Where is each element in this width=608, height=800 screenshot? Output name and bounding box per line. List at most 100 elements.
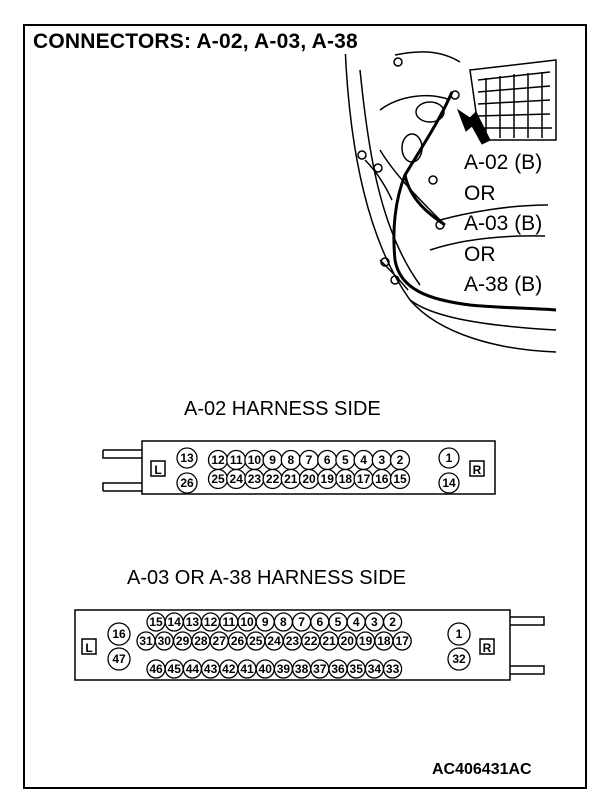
connector1-right-mark: R: [473, 463, 482, 477]
pin-a02: 4: [353, 449, 374, 471]
pin-a03-a38: 14: [164, 612, 184, 632]
pin-a03-a38: 46: [146, 659, 166, 679]
pin-number: 38: [295, 662, 309, 676]
connector1-caption: A-02 HARNESS SIDE: [184, 398, 381, 420]
pin-a02: 26: [176, 472, 198, 494]
location-label: A-03 (B): [464, 212, 543, 235]
pin-a03-a38: 1: [447, 622, 471, 646]
pin-a03-a38: 38: [291, 659, 312, 679]
pin-number: 18: [377, 634, 391, 648]
pin-a02: 21: [280, 468, 301, 490]
pin-a02: 17: [353, 468, 374, 490]
pin-a02: 6: [317, 449, 338, 471]
pin-number: 23: [286, 634, 300, 648]
pin-a03-a38: 10: [237, 612, 257, 632]
pin-number: 26: [231, 634, 245, 648]
pin-circle: [447, 622, 471, 646]
pin-number: 44: [186, 662, 200, 676]
pin-a02: 14: [438, 472, 460, 494]
pin-number: 22: [304, 634, 318, 648]
pin-a03-a38: 41: [237, 659, 257, 679]
pin-a02: 20: [298, 468, 320, 490]
pin-a03-a38: 16: [107, 622, 131, 646]
pin-a02: 7: [298, 449, 320, 471]
pin-number: 8: [280, 615, 287, 629]
pin-circle: [447, 647, 471, 671]
pin-number: 25: [249, 634, 263, 648]
pin-a03-a38: 29: [172, 631, 193, 651]
pin-number: 20: [302, 472, 316, 486]
pin-number: 9: [269, 453, 276, 467]
pin-a03-a38: 39: [273, 659, 294, 679]
pin-a03-a38: 43: [200, 659, 221, 679]
pin-a02: 16: [371, 468, 392, 490]
pin-number: 26: [180, 476, 194, 490]
pin-number: 1: [446, 451, 453, 465]
pin-number: 7: [298, 615, 305, 629]
pin-a03-a38: 12: [200, 612, 221, 632]
pin-a03-a38: 44: [182, 659, 203, 679]
pin-a03-a38: 25: [246, 631, 266, 651]
pin-number: 33: [386, 662, 400, 676]
pin-circle: [438, 472, 460, 494]
pin-a03-a38: 15: [146, 612, 166, 632]
pin-circle: [382, 612, 403, 632]
pin-a03-a38: 22: [301, 631, 321, 651]
pin-number: 28: [194, 634, 208, 648]
pin-number: 30: [158, 634, 172, 648]
pin-a03-a38: 30: [154, 631, 174, 651]
pin-number: 25: [211, 472, 225, 486]
pin-number: 1: [456, 627, 463, 641]
pin-a02: 12: [207, 449, 229, 471]
pin-number: 22: [266, 472, 280, 486]
pin-number: 7: [306, 453, 313, 467]
pin-number: 13: [186, 615, 200, 629]
pin-circle: [107, 647, 131, 671]
pin-a02: 11: [226, 449, 247, 471]
figure-frame: [23, 24, 587, 789]
connector2-caption: A-03 OR A-38 HARNESS SIDE: [127, 567, 406, 589]
pin-a03-a38: 13: [182, 612, 203, 632]
pin-a02: 2: [389, 449, 411, 471]
pin-a02: 23: [244, 468, 265, 490]
pin-a03-a38: 34: [364, 659, 385, 679]
pin-circle: [176, 472, 198, 494]
pin-number: 13: [180, 451, 194, 465]
pin-number: 29: [176, 634, 190, 648]
pin-number: 6: [324, 453, 331, 467]
pin-number: 17: [357, 472, 371, 486]
pin-a02: 9: [262, 449, 283, 471]
pin-a02: 18: [335, 468, 356, 490]
pin-number: 14: [168, 615, 182, 629]
pin-number: 15: [393, 472, 407, 486]
pin-a03-a38: 2: [382, 612, 403, 632]
pin-number: 40: [259, 662, 273, 676]
pin-number: 3: [371, 615, 378, 629]
pin-a03-a38: 42: [219, 659, 239, 679]
pin-a03-a38: 23: [282, 631, 303, 651]
location-arrow: [456, 108, 491, 145]
pin-a02: 25: [207, 468, 229, 490]
pin-a03-a38: 19: [355, 631, 376, 651]
pin-a03-a38: 5: [328, 612, 348, 632]
pin-a03-a38: 27: [209, 631, 229, 651]
pin-number: 19: [359, 634, 373, 648]
pin-a03-a38: 47: [107, 647, 131, 671]
pin-number: 36: [331, 662, 345, 676]
pin-a03-a38: 4: [346, 612, 366, 632]
pin-number: 18: [339, 472, 353, 486]
pin-a03-a38: 6: [310, 612, 330, 632]
pin-number: 5: [342, 453, 349, 467]
pin-a02: 15: [389, 468, 411, 490]
wiring-harness: [392, 91, 557, 312]
pin-a03-a38: 33: [382, 659, 403, 679]
pin-number: 17: [396, 634, 410, 648]
pin-a02: 10: [244, 449, 265, 471]
pin-a03-a38: 40: [255, 659, 275, 679]
pin-number: 21: [322, 634, 336, 648]
pin-a03-a38: 45: [164, 659, 184, 679]
pin-number: 24: [230, 472, 244, 486]
pin-a03-a38: 17: [392, 631, 412, 651]
